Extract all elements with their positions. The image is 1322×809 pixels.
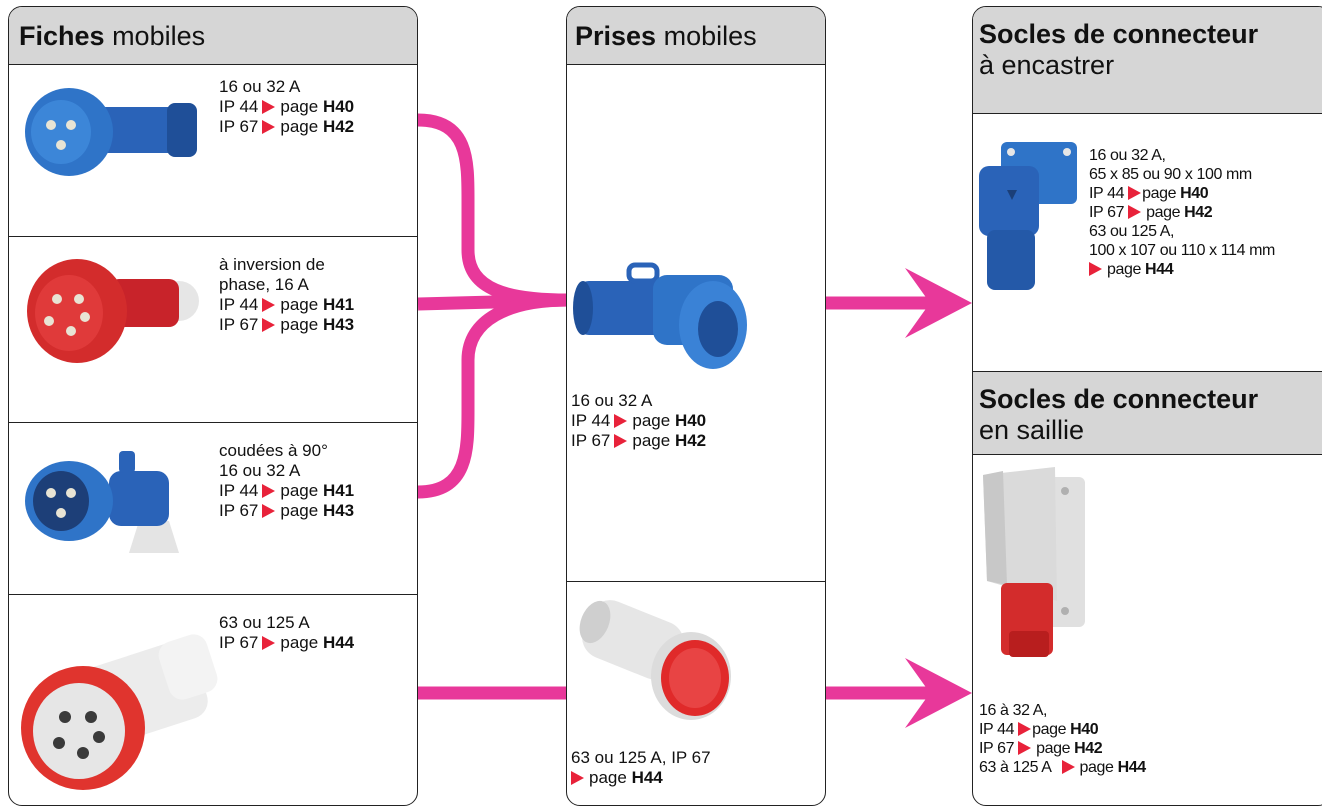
triangle-arrow-icon (262, 504, 276, 518)
blue-socket-icon (573, 262, 747, 369)
triangle-arrow-icon (614, 414, 628, 428)
triangle-arrow-icon (1018, 722, 1032, 736)
triangle-arrow-icon (262, 318, 276, 332)
wire-fiches-3 (417, 293, 569, 499)
blue-panel-socket-icon (979, 142, 1077, 290)
prise-2-line-2: page H44 (571, 768, 711, 788)
fiche-1-line-1: 16 ou 32 A (219, 77, 301, 96)
socles-encastrer-title-rest: à encastrer (979, 50, 1115, 80)
grey-red-wall-socket-icon (983, 467, 1085, 657)
large-white-red-plug-icon (21, 634, 218, 790)
socle-enc-line-6: 100 x 107 ou 110 x 114 mm (1089, 242, 1275, 259)
prises-title-rest: mobiles (663, 21, 757, 51)
fiche-3-line-1: 16 ou 32 A (219, 461, 301, 480)
prise-item-2: 63 ou 125 A, IP 67 page H44 (567, 581, 825, 805)
socles-panel: Socles de connecteur à encastrer 16 ou 3… (972, 6, 1322, 806)
socle-enc-line-1: 16 ou 32 A, (1089, 147, 1166, 164)
fiche-2-line-0: à inversion de (219, 255, 325, 274)
triangle-arrow-icon (1089, 262, 1102, 276)
fiches-title-bold: Fiches (19, 21, 105, 51)
prise-2-line-1: 63 ou 125 A, IP 67 (571, 748, 711, 767)
triangle-arrow-icon (262, 120, 276, 134)
triangle-arrow-icon (571, 771, 584, 785)
socles-encastrer-title-bold: Socles de connecteur (979, 19, 1259, 49)
triangle-arrow-icon (1128, 186, 1142, 200)
arrowhead-top-icon (905, 268, 972, 338)
socles-saillie-title-rest: en saillie (979, 415, 1085, 445)
fiche-3-line-0: coudées à 90° (219, 441, 328, 460)
fiche-2-line-1: phase, 16 A (219, 275, 309, 294)
socle-enc-line-2: 65 x 85 ou 90 x 100 mm (1089, 166, 1252, 183)
angled-blue-plug-icon (25, 451, 179, 553)
wire-fiches-1 (417, 113, 569, 307)
fiches-header: Fiches mobiles (9, 7, 417, 65)
red-plug-icon (27, 259, 199, 363)
fiche-4-line-1: 63 ou 125 A (219, 613, 310, 632)
triangle-arrow-icon (1061, 760, 1075, 774)
socle-sai-line-1: 16 à 32 A, (979, 702, 1048, 719)
triangle-arrow-icon (262, 636, 276, 650)
socle-encastrer-item: 16 ou 32 A, 65 x 85 ou 90 x 100 mm IP 44… (973, 114, 1322, 371)
triangle-arrow-icon (614, 434, 628, 448)
triangle-arrow-icon (262, 100, 276, 114)
arrowhead-bottom-icon (905, 658, 972, 728)
triangle-arrow-icon (262, 484, 276, 498)
white-red-socket-icon (579, 600, 731, 720)
triangle-arrow-icon (262, 298, 276, 312)
prises-title-bold: Prises (575, 21, 657, 51)
socle-enc-line-5: 63 ou 125 A, (1089, 223, 1175, 240)
fiches-title-rest: mobiles (112, 21, 206, 51)
socles-saillie-header: Socles de connecteur en saillie (973, 371, 1322, 455)
socles-encastrer-header: Socles de connecteur à encastrer (973, 7, 1322, 114)
socles-saillie-title-bold: Socles de connecteur (979, 384, 1259, 414)
socle-enc-line-7: page H44 (1089, 260, 1275, 279)
prise-1-line-1: 16 ou 32 A (571, 391, 653, 410)
blue-plug-icon (25, 88, 197, 176)
prises-header: Prises mobiles (567, 7, 825, 65)
triangle-arrow-icon (1128, 205, 1142, 219)
triangle-arrow-icon (1018, 741, 1032, 755)
